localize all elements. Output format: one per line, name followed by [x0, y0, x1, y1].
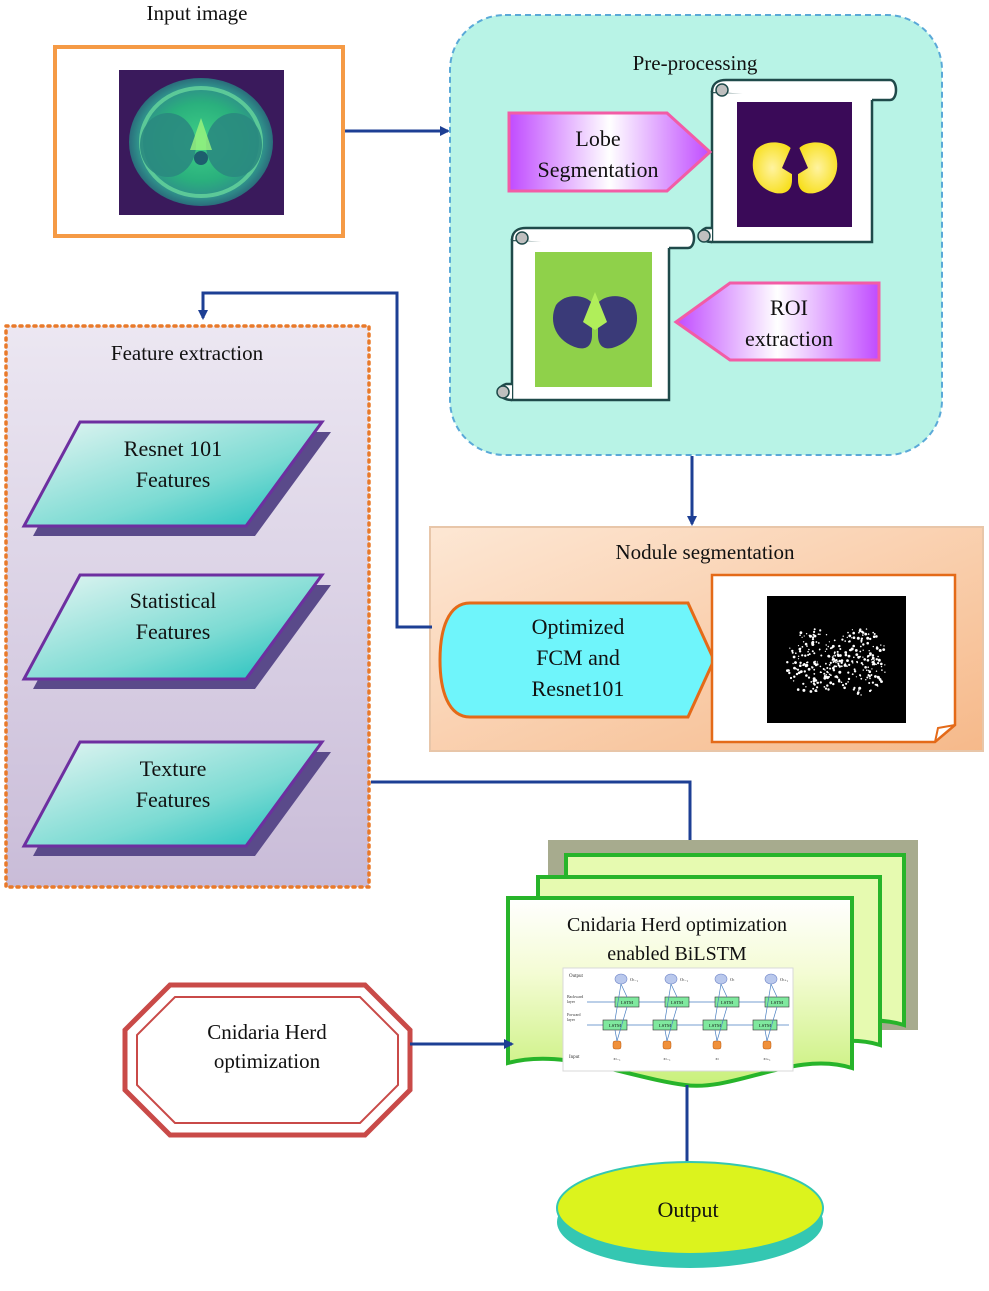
arrow-features-to-classifier [371, 780, 695, 858]
bilstm-input-node [712, 1040, 722, 1050]
nodule-title: Nodule segmentation [615, 540, 795, 564]
lobe-right-mask [798, 142, 838, 194]
bilstm-input-label: Input [569, 1055, 580, 1060]
feature-statistical-line2: Features [136, 619, 211, 644]
bilstm-backward-to-output [670, 983, 678, 998]
classifier-label-line1: Cnidaria Herd optimization [567, 914, 787, 936]
bilstm-inset: OutputBackwardlayerForwardlayerInputOₜ₋₁… [562, 967, 794, 1072]
ct-right-lung [206, 113, 262, 177]
bilstm-input-symbol: xₜ [715, 1056, 719, 1061]
roi-extraction-node [673, 281, 881, 362]
lobe-segmentation-node [507, 111, 713, 193]
bilstm-forward-cell-label: LSTM [759, 1023, 771, 1028]
bilstm-input-to-forward [764, 1029, 768, 1042]
roi-label-line2: extraction [745, 326, 833, 351]
bilstm-backward-cell-label: LSTM [771, 1000, 783, 1005]
feature-extraction-title: Feature extraction [111, 341, 264, 365]
preprocessing-title: Pre-processing [633, 51, 758, 75]
bilstm-input-to-forward [614, 1029, 618, 1042]
output-label: Output [657, 1197, 718, 1222]
bilstm-backward-to-output [720, 983, 728, 998]
bilstm-backward-label: Backward [567, 994, 583, 999]
feature-texture-line1: Texture [140, 756, 207, 781]
lobe-result-scroll [697, 78, 898, 244]
bilstm-input-node [762, 1040, 772, 1050]
ct-left-lung [140, 113, 196, 177]
nodule-label-line2: FCM and [536, 645, 620, 670]
bilstm-backward-label-2: layer [567, 999, 576, 1004]
bilstm-input-symbol: xₜ₊₁ [763, 1056, 771, 1061]
bilstm-backward-cell-label: LSTM [721, 1000, 733, 1005]
bilstm-input-node [662, 1040, 672, 1050]
bilstm-input-node [612, 1040, 622, 1050]
bilstm-forward-cell-label: LSTM [709, 1023, 721, 1028]
roi-left-lung [552, 296, 592, 349]
bilstm-forward-cell-label: LSTM [659, 1023, 671, 1028]
lobe-label-line2: Segmentation [538, 157, 659, 182]
bilstm-output-node [614, 973, 628, 985]
nodule-label-line1: Optimized [532, 614, 625, 639]
bilstm-forward-label: Forward [567, 1012, 581, 1017]
bilstm-output-node [664, 973, 678, 985]
bilstm-input-to-forward [664, 1029, 668, 1042]
nodule-label-line3: Resnet101 [532, 676, 625, 701]
nodule-segmentation-block [429, 526, 984, 752]
feature-resnet-line1: Resnet 101 [124, 436, 222, 461]
bilstm-input-to-forward [714, 1029, 718, 1042]
bilstm-input-to-backward [716, 1006, 728, 1042]
optimizer-label-line1: Cnidaria Herd [207, 1020, 327, 1044]
bilstm-backward-to-output [620, 983, 628, 998]
bilstm-forward-to-output [664, 983, 672, 1021]
roi-label-line1: ROI [770, 295, 808, 320]
bilstm-forward-to-output [714, 983, 722, 1021]
bilstm-output-symbol: Oₜ₋₁ [630, 977, 639, 982]
output-disc-top [556, 1161, 824, 1255]
input-image-title: Input image [147, 1, 248, 25]
roi-right-lung [598, 296, 638, 349]
optimizer-label-line2: optimization [214, 1049, 321, 1073]
classifier-block: OutputBackwardlayerForwardlayerInputOₜ₋₁… [506, 840, 918, 1088]
feature-extraction-block [4, 324, 371, 889]
bilstm-output-symbol: Oₜ₊₁ [780, 977, 789, 982]
input-image-block [53, 45, 345, 238]
lobe-label-line1: Lobe [575, 126, 620, 151]
bilstm-input-symbol: xₜ₋₁ [663, 1056, 671, 1061]
output-node [556, 1161, 824, 1268]
feature-texture-line2: Features [136, 787, 211, 812]
preprocessing-block [449, 14, 943, 456]
bilstm-backward-cell-label: LSTM [621, 1000, 633, 1005]
bilstm-output-label: Output [569, 974, 584, 979]
bilstm-output-symbol: Oₜ₋₁ [680, 977, 689, 982]
bilstm-input-to-backward [616, 1006, 628, 1042]
bilstm-input-to-backward [766, 1006, 778, 1042]
texture-features-node [21, 740, 331, 856]
bilstm-forward-to-output [764, 983, 772, 1021]
bilstm-input-to-backward [666, 1006, 678, 1042]
bilstm-output-node [714, 973, 728, 985]
bilstm-output-node [764, 973, 778, 985]
bilstm-forward-to-output [614, 983, 622, 1021]
bilstm-backward-to-output [770, 983, 778, 998]
bilstm-input-symbol: xₜ₋₁ [613, 1056, 621, 1061]
optimizer-node [122, 982, 413, 1138]
bilstm-forward-label-2: layer [567, 1017, 576, 1022]
lobe-left-mask [752, 142, 792, 194]
feature-resnet-line2: Features [136, 467, 211, 492]
bilstm-output-symbol: Oₜ [730, 977, 735, 982]
roi-result-scroll [496, 226, 696, 402]
nodule-speckle-texture [786, 628, 886, 696]
resnet-features-node [21, 420, 331, 536]
arrow-nodule-to-features [198, 291, 432, 629]
statistical-features-node [21, 573, 331, 689]
fcm-resnet-node [438, 601, 716, 719]
bilstm-forward-cell-label: LSTM [609, 1023, 621, 1028]
feature-statistical-line1: Statistical [130, 588, 217, 613]
bilstm-backward-cell-label: LSTM [671, 1000, 683, 1005]
classifier-label-line2: enabled BiLSTM [607, 943, 747, 965]
